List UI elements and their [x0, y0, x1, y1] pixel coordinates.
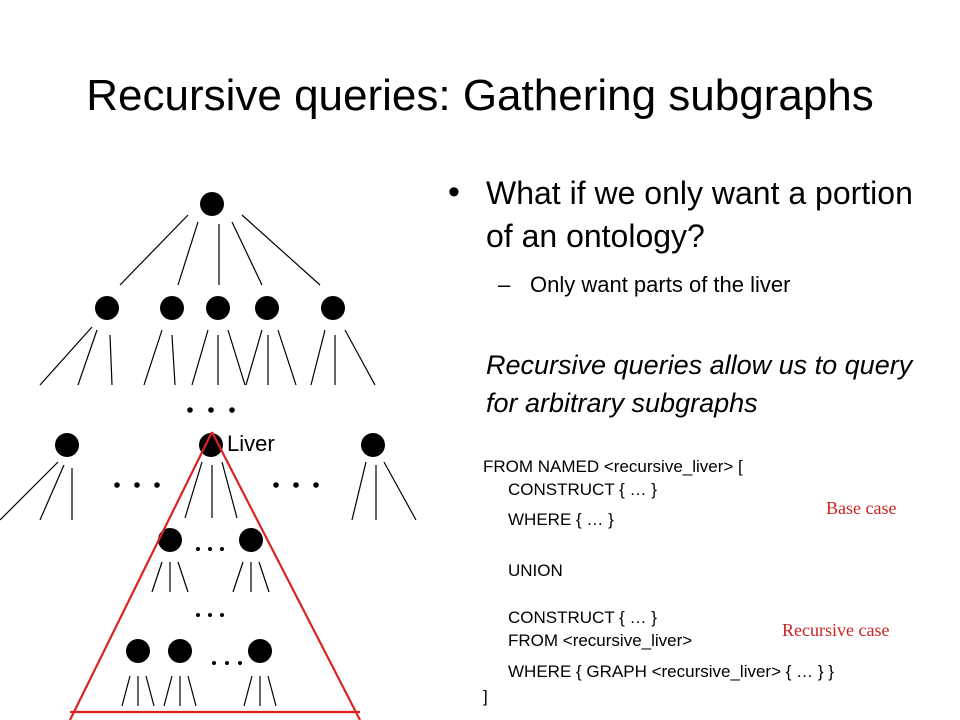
- ellipsis-level3: [196, 547, 224, 551]
- main-bullet: What if we only want a portion of an ont…: [486, 175, 913, 254]
- query-line-from: FROM <recursive_liver>: [508, 631, 693, 650]
- liver-label: Liver: [227, 431, 275, 456]
- level4-node: [168, 639, 192, 663]
- ellipsis-middle: [196, 613, 224, 617]
- ellipsis-top: [187, 407, 235, 413]
- level4-node: [248, 639, 272, 663]
- level1-node: [321, 296, 345, 320]
- bullet-marker: •: [448, 173, 460, 211]
- level1-node: [255, 296, 279, 320]
- level2-node: [55, 433, 79, 457]
- ellipsis-right: [273, 482, 319, 488]
- query-line-from-named: FROM NAMED <recursive_liver> [: [483, 457, 743, 476]
- sub-bullet: Only want parts of the liver: [530, 272, 791, 297]
- tree-edges: [0, 214, 417, 707]
- recursive-case-label: Recursive case: [782, 620, 890, 640]
- level4-node: [126, 639, 150, 663]
- root-node: [200, 192, 224, 216]
- liver-node: [199, 433, 223, 457]
- query-line-close: ]: [483, 687, 488, 706]
- ellipsis-left: [114, 482, 160, 488]
- level1-node: [206, 296, 230, 320]
- recursive-paragraph: Recursive queries allow us to query for …: [486, 350, 913, 418]
- query-line-where-1: WHERE { … }: [508, 510, 614, 529]
- subgraph-triangle: [69, 431, 361, 720]
- slide-title: Recursive queries: Gathering subgraphs: [86, 71, 874, 120]
- ellipsis-dots: [114, 407, 319, 665]
- query-line-construct-1: CONSTRUCT { … }: [508, 480, 657, 499]
- level3-node: [158, 528, 182, 552]
- tree-nodes: [55, 192, 385, 663]
- sub-bullet-marker: –: [498, 272, 511, 297]
- ellipsis-level4: [212, 661, 242, 665]
- query-line-union: UNION: [508, 561, 563, 580]
- query-line-where-graph: WHERE { GRAPH <recursive_liver> { … } }: [508, 662, 834, 681]
- base-case-label: Base case: [826, 498, 897, 518]
- level1-node: [160, 296, 184, 320]
- level1-node: [95, 296, 119, 320]
- level3-node: [239, 528, 263, 552]
- query-line-construct-2: CONSTRUCT { … }: [508, 608, 657, 627]
- level2-node: [361, 433, 385, 457]
